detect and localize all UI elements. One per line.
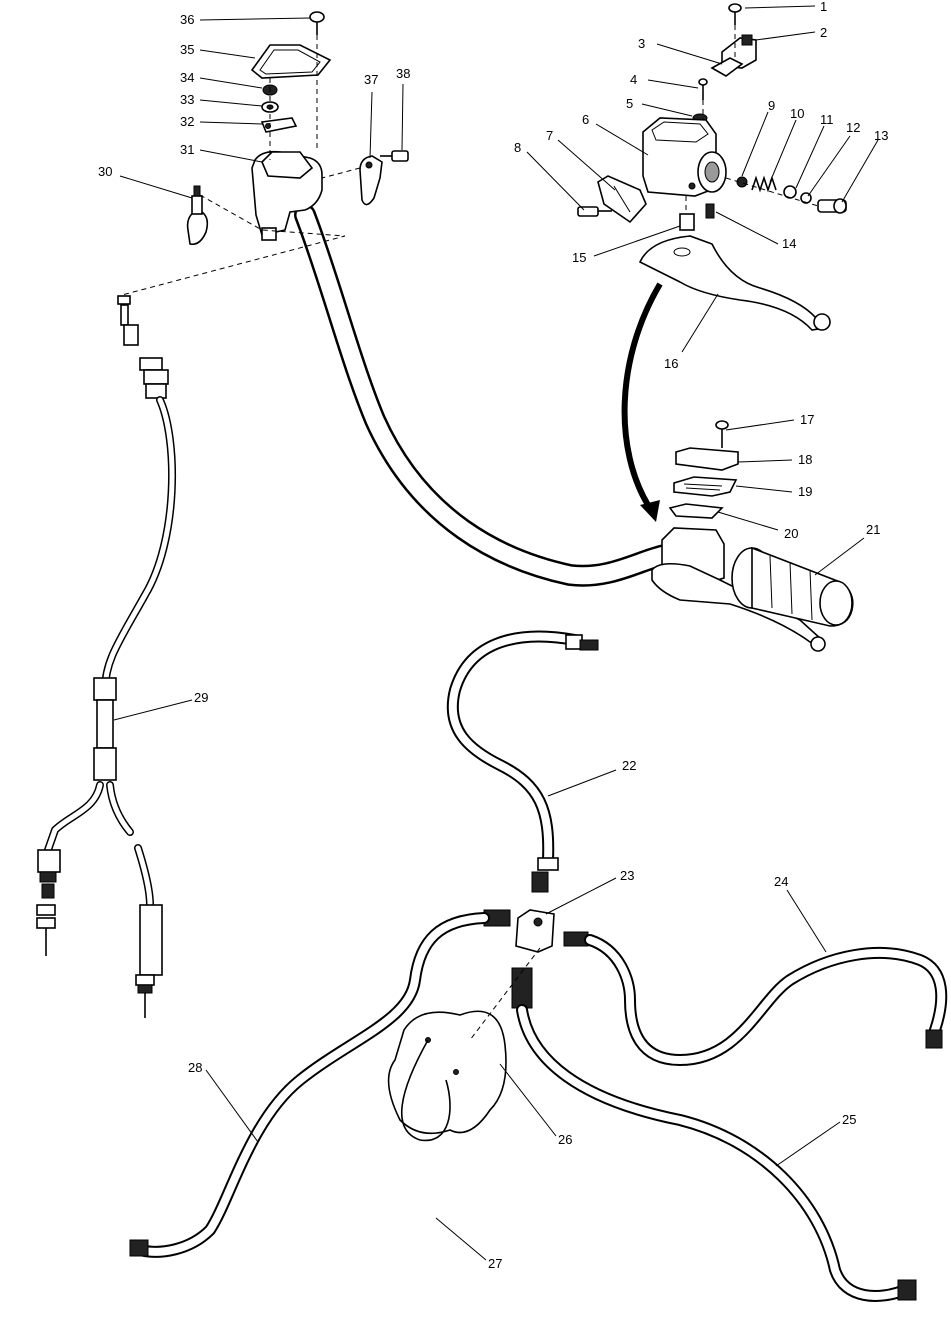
spring-parts-9-12 [736,175,812,204]
brake-hose-28 [129,909,511,1258]
callout-30: 30 [98,164,112,179]
callout-10: 10 [790,106,804,121]
callout-1: 1 [820,0,827,14]
brake-hose-22 [446,630,599,893]
callout-32: 32 [180,114,194,129]
callout-17: 17 [800,412,814,427]
screw-17 [715,420,729,448]
grip-21 [731,546,854,627]
callout-5: 5 [626,96,633,111]
callout-6: 6 [582,112,589,127]
callout-7: 7 [546,128,553,143]
callout-25: 25 [842,1112,856,1127]
brake-lever-16 [638,235,831,331]
caliper-guard-27 [387,1010,507,1142]
cover-18 [675,447,739,471]
callout-4: 4 [630,72,637,87]
leader-lines [113,5,879,1261]
callout-19: 19 [798,484,812,499]
callout-22: 22 [622,758,636,773]
bushing-15 [679,213,695,231]
callout-35: 35 [180,42,194,57]
adjuster-30 [186,185,209,246]
callout-2: 2 [820,25,827,40]
callout-20: 20 [784,526,798,541]
callout-33: 33 [180,92,194,107]
assembly-arrow [621,282,663,522]
screw-1 [728,3,742,25]
screw-38 [380,150,409,162]
callout-28: 28 [188,1060,202,1075]
bracket-7 [597,175,647,224]
callout-34: 34 [180,70,194,85]
callout-26: 26 [558,1132,572,1147]
callout-37: 37 [364,72,378,87]
brake-hose-24 [563,931,948,1067]
callout-18: 18 [798,452,812,467]
callout-27: 27 [488,1256,502,1271]
callout-8: 8 [514,140,521,155]
callout-36: 36 [180,12,194,27]
handlebar [294,204,676,587]
plate-20 [668,503,724,519]
callout-3: 3 [638,36,645,51]
callout-23: 23 [620,868,634,883]
callout-24: 24 [774,874,788,889]
junction-block-23 [515,909,555,953]
callout-21: 21 [866,522,880,537]
callout-16: 16 [664,356,678,371]
callout-9: 9 [768,98,775,113]
left-control-housing [251,150,323,241]
callout-12: 12 [846,120,860,135]
cover-plate-35 [250,44,332,79]
callout-15: 15 [572,250,586,265]
brake-hose-25 [511,967,917,1302]
callout-14: 14 [782,236,796,251]
screw-14 [705,203,715,219]
arm-32 [260,117,298,133]
master-cylinder-6 [642,117,727,197]
callout-38: 38 [396,66,410,81]
callout-11: 11 [820,112,834,127]
throttle-cable-29 [36,295,176,1018]
callout-31: 31 [180,142,194,157]
bracket-3 [710,57,744,77]
screw-36 [309,11,325,35]
master-cylinder-assembly [651,527,826,652]
callout-numbers: 1 2 3 4 5 6 7 8 9 10 11 12 13 14 15 16 1… [98,0,888,1271]
callout-29: 29 [194,690,208,705]
bracket-37 [359,155,383,206]
diaphragm-19 [673,476,738,497]
screw-8 [577,206,612,217]
pivot-bolt-13 [817,198,847,214]
callout-13: 13 [874,128,888,143]
screw-4 [698,78,708,100]
